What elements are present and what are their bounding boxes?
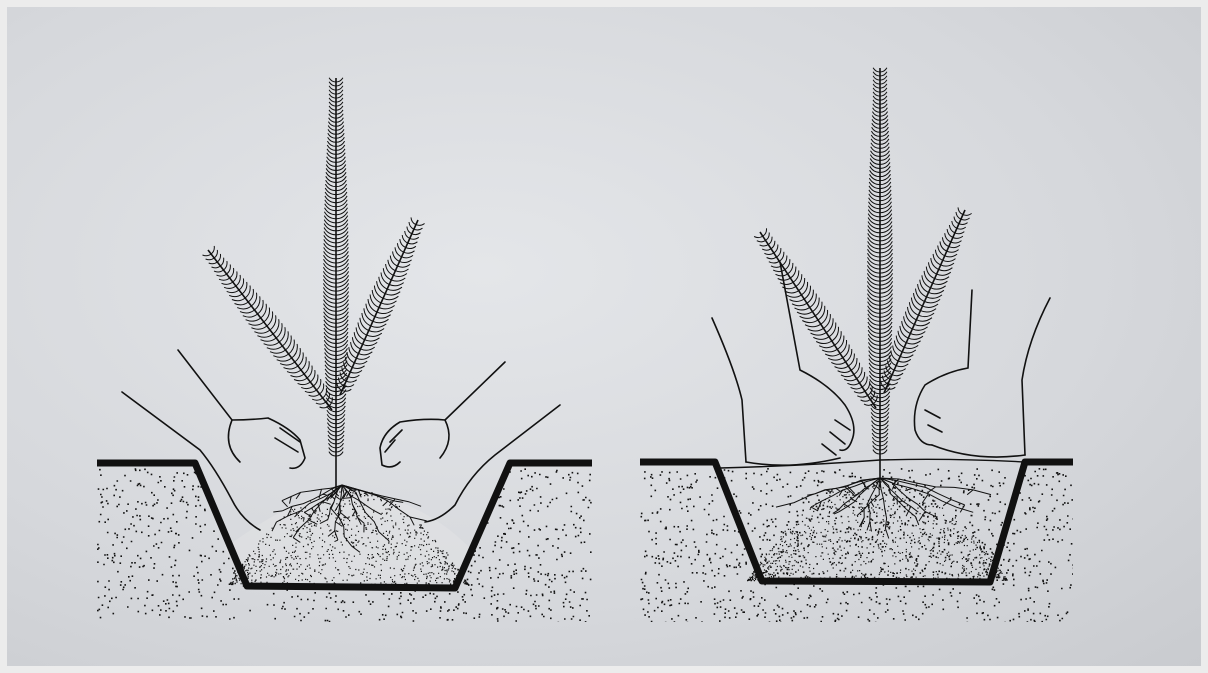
- right-hand-before: [380, 362, 560, 522]
- panel-after: [640, 68, 1074, 624]
- soil-dots-right: [640, 468, 1074, 623]
- panel-before: [97, 78, 594, 624]
- planting-hole-right: [640, 462, 1073, 582]
- filled-soil-surface: [720, 459, 1025, 468]
- spruce-seedling-right: [754, 68, 972, 478]
- soil-mound-left: [225, 490, 470, 586]
- roots-right: [776, 478, 991, 539]
- right-fist-after: [914, 290, 1050, 457]
- left-fist-after: [712, 262, 854, 465]
